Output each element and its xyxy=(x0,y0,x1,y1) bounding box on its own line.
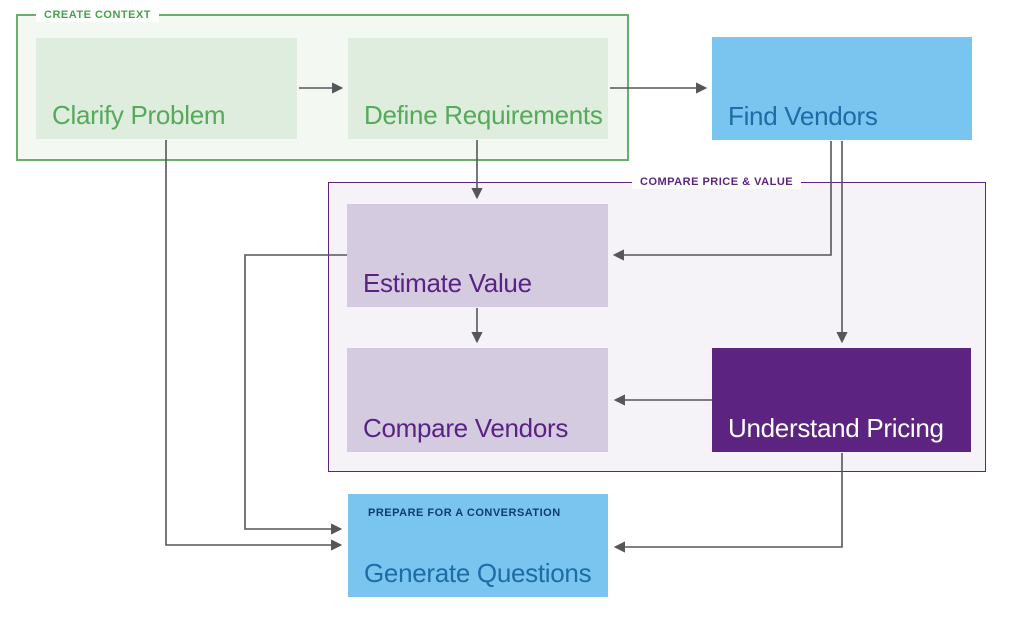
node-generate-questions-kicker: PREPARE FOR A CONVERSATION xyxy=(368,507,561,519)
node-define-requirements-label: Define Requirements xyxy=(364,99,603,130)
node-estimate-value-label: Estimate Value xyxy=(363,267,532,298)
node-find-vendors-label: Find Vendors xyxy=(728,100,878,131)
node-compare-vendors-label: Compare Vendors xyxy=(363,412,569,443)
node-compare-vendors: Compare Vendors xyxy=(347,348,608,452)
node-clarify-problem: Clarify Problem xyxy=(36,38,297,139)
group-create-context-label: CREATE CONTEXT xyxy=(36,8,160,22)
group-compare-price-value-label: COMPARE PRICE & VALUE xyxy=(632,175,802,189)
node-understand-pricing-label: Understand Pricing xyxy=(728,412,944,443)
node-generate-questions: PREPARE FOR A CONVERSATION Generate Ques… xyxy=(348,494,608,597)
node-find-vendors: Find Vendors xyxy=(712,37,972,140)
edge-clarify_problem-to-generate_questions xyxy=(165,140,343,551)
node-define-requirements: Define Requirements xyxy=(348,38,608,139)
node-clarify-problem-label: Clarify Problem xyxy=(52,99,226,130)
node-generate-questions-label: Generate Questions xyxy=(364,557,592,588)
node-understand-pricing: Understand Pricing xyxy=(712,348,971,452)
node-estimate-value: Estimate Value xyxy=(347,204,608,307)
